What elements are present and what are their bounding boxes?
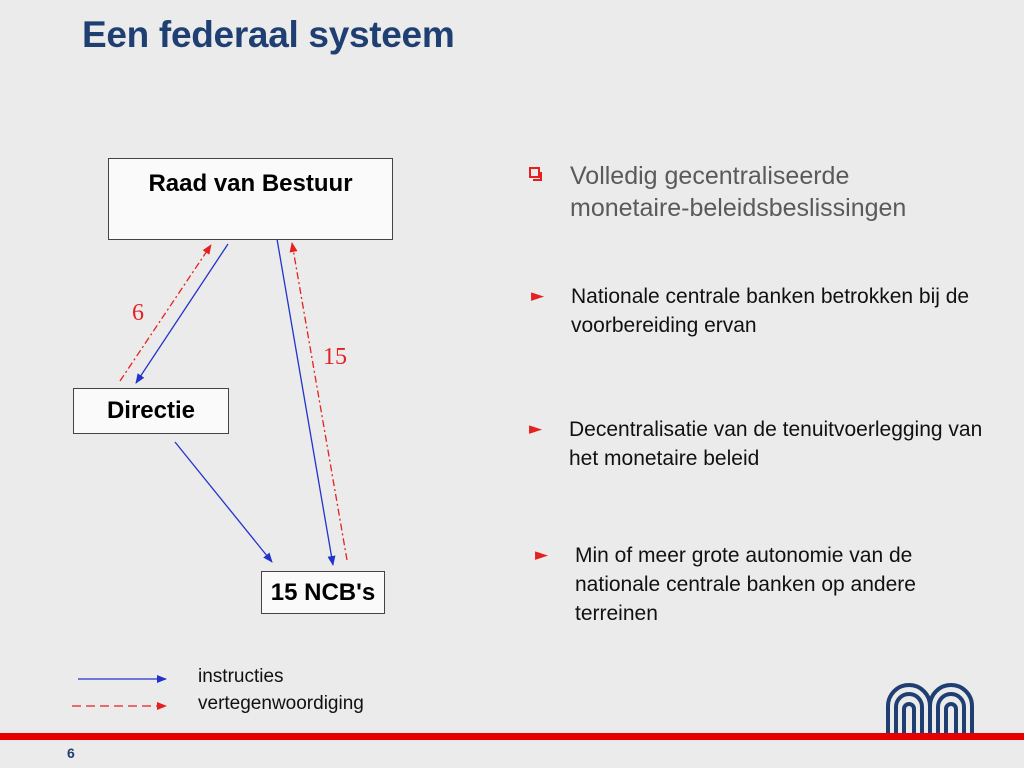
triangle-bullet-icon: ► <box>529 419 543 439</box>
legend-representation-label: vertegenwoordiging <box>198 693 364 714</box>
slide-title: Een federaal systeem <box>82 14 455 55</box>
checkbox-bullet-icon <box>529 167 542 181</box>
legend-instructions-label: instructies <box>198 666 284 687</box>
arrow-ncb-to-raad <box>289 242 348 561</box>
sub-bullet-2-text: Decentralisatie van de tenuitvoerlegging… <box>569 418 983 470</box>
page-number: 6 <box>67 745 75 761</box>
nbb-logo-icon <box>886 683 974 734</box>
arrow-raad-to-directie <box>135 243 229 384</box>
footer-accent-bar <box>0 733 1024 740</box>
sub-bullet-2: ► Decentralisatie van de tenuitvoerleggi… <box>529 415 989 473</box>
arrow-directie-to-raad <box>119 244 212 382</box>
representation-count-directie: 6 <box>132 300 144 326</box>
main-bullet: Volledig gecentraliseerde monetaire-bele… <box>529 160 969 224</box>
ncb-box: 15 NCB's <box>261 571 385 614</box>
directie-box: Directie <box>73 388 229 434</box>
sub-bullet-3-text: Min of meer grote autonomie van de natio… <box>575 544 916 625</box>
sub-bullet-1-text: Nationale centrale banken betrokken bij … <box>571 285 970 337</box>
triangle-bullet-icon: ► <box>535 545 549 565</box>
raad-van-bestuur-box: Raad van Bestuur <box>108 158 393 240</box>
sub-bullet-1: ► Nationale centrale banken betrokken bi… <box>531 282 1001 340</box>
raad-van-bestuur-label: Raad van Bestuur <box>148 170 353 197</box>
ncb-label: 15 NCB's <box>270 579 376 606</box>
arrow-directie-to-ncb <box>174 441 273 563</box>
directie-label: Directie <box>106 397 196 424</box>
sub-bullet-3: ► Min of meer grote autonomie van de nat… <box>535 541 975 628</box>
triangle-bullet-icon: ► <box>531 286 545 306</box>
arrow-raad-to-ncb <box>276 238 336 566</box>
representation-count-ncb: 15 <box>323 344 347 370</box>
main-bullet-text: Volledig gecentraliseerde monetaire-bele… <box>570 162 907 222</box>
